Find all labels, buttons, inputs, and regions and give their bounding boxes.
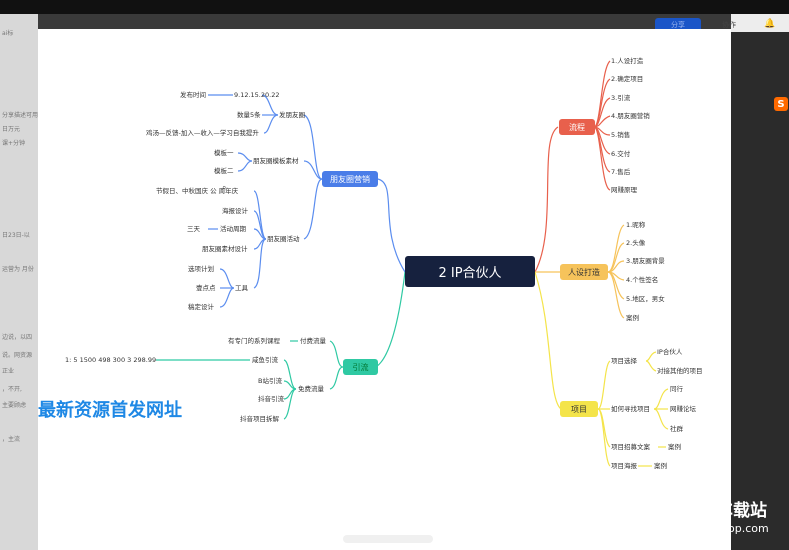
xiangmu-anli[interactable]: 案例 [654,462,667,470]
left-panel-text: 边说，以四 [2,334,33,341]
left-panel-text: 日23日-以 [2,232,30,239]
bottom-scroll-hint [343,535,433,543]
left-panel-text: ，不开, [2,386,22,393]
yinliu-mianfei[interactable]: 免费流量 [298,385,324,393]
xiangmu-haibao[interactable]: 项目海报 [611,462,637,470]
xiangmu-xuanze-item[interactable]: 对接其他的项目 [657,367,703,375]
yinliu-numbers: 1: 5 1500 498 300 3 298.99 [65,356,157,364]
renshe-item[interactable]: 案例 [626,314,639,322]
left-panel-text: 正业 [2,368,15,375]
yinliu-mianfei-item[interactable]: 抖音引流 [258,395,284,403]
pyq-faquan-item[interactable]: 发布时间 [180,91,206,99]
pyq-huodong-item[interactable]: 节假日、中秋国庆 公 周年庆 [156,187,239,195]
left-panel-text: 分享描述可用 [2,112,39,119]
xiangmu-zhaoshang[interactable]: 项目招募文案 [611,443,650,451]
right-panel-header [731,14,789,32]
right-panel [731,14,789,550]
branch-renshe[interactable]: 人设打造 [560,264,608,280]
yinliu-mianfei-item[interactable]: 咸鱼引流 [252,356,278,364]
liucheng-item[interactable]: 4.朋友圈营销 [611,112,650,120]
pyq-gongju[interactable]: 工具 [235,284,248,292]
pyq-faquan-item[interactable]: 鸡汤—反馈-加入—收入—学习自我提升 [146,129,259,137]
pyq-gongju-item[interactable]: 壹点点 [196,284,216,292]
pyq-sucai[interactable]: 朋友圈模板素材 [253,157,299,165]
collab-menu[interactable]: 协作 [722,21,736,29]
left-panel-text: 运营为 月份 [2,266,34,273]
xiangmu-chaijie[interactable]: 如何寻找项目 [611,405,650,413]
left-panel-text: 日万元 [2,126,21,133]
renshe-item[interactable]: 4.个性签名 [626,276,659,284]
left-panel-text: 主要顾虑 [2,402,27,409]
xiangmu-anli[interactable]: 案例 [668,443,681,451]
liucheng-item[interactable]: 7.售后 [611,168,631,176]
renshe-item[interactable]: 1.昵称 [626,221,646,229]
left-panel-text: ai标 [2,30,14,37]
left-document-panel: ai标 分享描述可用 日万元 课+分钟 日23日-以 运营为 月份 边说，以四 … [0,14,38,550]
branch-yinliu[interactable]: 引流 [343,359,378,375]
renshe-item[interactable]: 2.头像 [626,239,646,247]
pyq-huodong-item[interactable]: 三天 [187,225,200,233]
yinliu-fufei-item[interactable]: 有专门的系列课程 [228,337,280,345]
liucheng-item[interactable]: 5.销售 [611,131,631,139]
branch-liucheng[interactable]: 流程 [559,119,595,135]
center-node[interactable]: 2 IP合伙人 [405,256,535,287]
pyq-sucai-item[interactable]: 模板二 [214,167,234,175]
overlay-banner-text: 最新资源首发网址 [38,400,182,421]
pyq-faquan-item[interactable]: 数量5条 [237,111,261,119]
watermark-url: op.com [728,522,769,535]
renshe-item[interactable]: 5.地区，男女 [626,295,665,303]
pyq-huodong-sub[interactable]: 活动周期 [220,225,246,233]
mindmap-links [68,60,669,467]
xiangmu-chaijie-item[interactable]: 同行 [670,385,683,393]
top-bar [0,0,789,14]
pyq-gongju-item[interactable]: 选项计划 [188,265,214,273]
bell-icon[interactable]: 🔔 [764,19,776,29]
watermark-site: 车载站 [716,501,767,521]
xiangmu-chaijie-item[interactable]: 社群 [670,425,683,433]
yinliu-fufei[interactable]: 付费流量 [300,337,326,345]
renshe-item[interactable]: 3.朋友圈背景 [626,257,665,265]
pyq-faquan[interactable]: 发朋友圈 [279,111,305,119]
pyq-gongju-item[interactable]: 稿定设计 [188,303,214,311]
yinliu-mianfei-item[interactable]: 抖音项目拆解 [240,415,279,423]
mindmap-canvas: 2 IP合伙人 流程 朋友圈营销 人设打造 引流 项目 1.人设打造 2.确定项… [38,29,731,550]
branch-xiangmu[interactable]: 项目 [560,401,598,417]
search-icon: ⌕ [222,183,227,192]
yinliu-mianfei-item[interactable]: B站引流 [258,377,282,385]
liucheng-item[interactable]: 2.确定项目 [611,75,644,83]
left-panel-text: 课+分钟 [2,140,26,147]
xiangmu-xuanze[interactable]: 项目选择 [611,357,637,365]
liucheng-item[interactable]: 网赚原理 [611,186,637,194]
pyq-huodong[interactable]: 朋友圈活动 [267,235,300,243]
sogou-logo-icon: S [774,97,788,111]
left-panel-text: ，主流 [2,436,21,443]
pyq-huodong-item[interactable]: 朋友圈素材设计 [202,245,248,253]
branch-pengyouquan[interactable]: 朋友圈营销 [322,171,378,187]
liucheng-item[interactable]: 6.交付 [611,150,631,158]
pyq-huodong-item[interactable]: 海报设计 [222,207,248,215]
pyq-fabu-time[interactable]: 9.12.15.20.22 [234,91,280,99]
left-panel-text: 说。网资源 [2,352,33,359]
xiangmu-xuanze-item[interactable]: IP合伙人 [657,348,683,356]
share-button[interactable]: 分享 [655,18,701,32]
liucheng-item[interactable]: 1.人设打造 [611,57,644,65]
liucheng-item[interactable]: 3.引流 [611,94,631,102]
xiangmu-chaijie-item[interactable]: 网赚论坛 [670,405,696,413]
pyq-sucai-item[interactable]: 模板一 [214,149,234,157]
